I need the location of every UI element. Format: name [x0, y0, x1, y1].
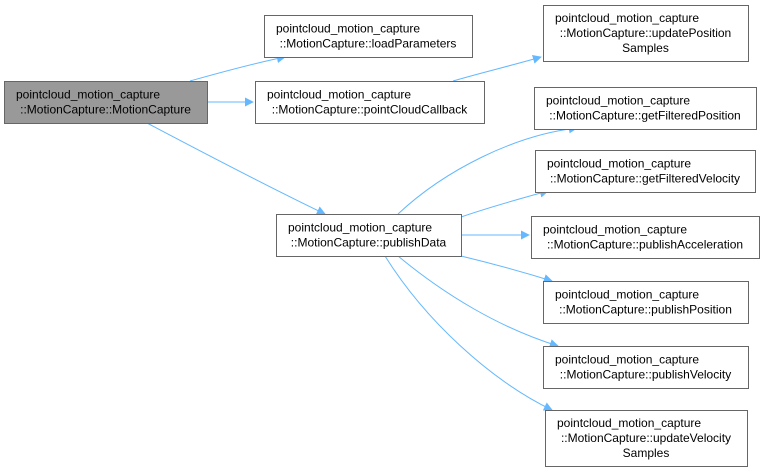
node-label-line: Samples	[623, 446, 670, 460]
edge-pointCloudCallback-to-updatePositionSamples	[452, 54, 542, 82]
nodes: pointcloud_motion_capture::MotionCapture…	[4, 5, 760, 467]
node-publishData[interactable]: pointcloud_motion_capture::MotionCapture…	[276, 214, 462, 257]
node-label-line: pointcloud_motion_capture	[276, 22, 420, 36]
node-loadParameters[interactable]: pointcloud_motion_capture::MotionCapture…	[264, 15, 473, 58]
node-label-line: ::MotionCapture::publishAcceleration	[547, 238, 743, 252]
edge-publishData-to-publishPosition	[460, 255, 553, 283]
edge-arrow	[460, 188, 549, 218]
node-pointCloudCallback[interactable]: pointcloud_motion_capture::MotionCapture…	[255, 81, 485, 124]
node-label-line: pointcloud_motion_capture	[555, 353, 699, 367]
edge-publishData-to-updateVelocitySamples	[384, 255, 553, 411]
node-publishAcceleration[interactable]: pointcloud_motion_capture::MotionCapture…	[531, 216, 760, 259]
node-label-line: pointcloud_motion_capture	[267, 88, 411, 102]
node-label-line: pointcloud_motion_capture	[288, 221, 432, 235]
edge-arrow	[397, 124, 578, 215]
node-box	[531, 216, 760, 259]
node-box	[534, 87, 757, 130]
node-getFilteredPosition[interactable]: pointcloud_motion_capture::MotionCapture…	[534, 87, 757, 130]
edge-publishData-to-publishVelocity	[397, 255, 559, 348]
node-label-line: pointcloud_motion_capture	[555, 288, 699, 302]
edge-arrow	[397, 255, 559, 348]
node-root: pointcloud_motion_capture::MotionCapture…	[4, 81, 208, 124]
node-label-line: ::MotionCapture::MotionCapture	[20, 103, 191, 117]
node-box	[255, 81, 485, 124]
node-box	[535, 150, 756, 193]
node-label-line: ::MotionCapture::publishVelocity	[560, 368, 731, 382]
node-box	[543, 5, 749, 62]
node-label-line: ::MotionCapture::loadParameters	[280, 37, 457, 51]
node-label-line: pointcloud_motion_capture	[16, 88, 160, 102]
node-label-line: ::MotionCapture::pointCloudCallback	[272, 103, 468, 117]
node-label-line: pointcloud_motion_capture	[543, 223, 687, 237]
edge-arrow	[384, 255, 553, 411]
node-label-line: ::MotionCapture::publishPosition	[559, 303, 732, 317]
edge-arrow	[460, 255, 553, 283]
node-box	[543, 281, 749, 324]
node-updatePositionSamples[interactable]: pointcloud_motion_capture::MotionCapture…	[543, 5, 749, 62]
node-label-line: pointcloud_motion_capture	[547, 157, 691, 171]
edge-arrow	[452, 54, 542, 82]
node-label-line: ::MotionCapture::updatePosition	[560, 26, 731, 40]
node-box	[4, 81, 208, 124]
node-box	[543, 346, 749, 389]
node-box	[264, 15, 473, 58]
edge-root-to-publishData	[146, 122, 326, 215]
edge-root-to-loadParameters	[189, 54, 286, 82]
node-label-line: Samples	[622, 41, 669, 55]
node-label-line: ::MotionCapture::publishData	[291, 236, 447, 250]
node-publishVelocity[interactable]: pointcloud_motion_capture::MotionCapture…	[543, 346, 749, 389]
node-publishPosition[interactable]: pointcloud_motion_capture::MotionCapture…	[543, 281, 749, 324]
edge-arrow	[146, 122, 326, 215]
edges	[146, 54, 578, 411]
edge-publishData-to-getFilteredPosition	[397, 124, 578, 215]
node-box	[545, 410, 748, 467]
edge-arrow	[189, 54, 286, 82]
node-updateVelocitySamples[interactable]: pointcloud_motion_capture::MotionCapture…	[545, 410, 748, 467]
node-label-line: pointcloud_motion_capture	[557, 416, 701, 430]
node-label-line: pointcloud_motion_capture	[555, 11, 699, 25]
edge-publishData-to-getFilteredVelocity	[460, 188, 549, 218]
node-label-line: ::MotionCapture::updateVelocity	[561, 431, 731, 445]
node-box	[276, 214, 462, 257]
node-getFilteredVelocity[interactable]: pointcloud_motion_capture::MotionCapture…	[535, 150, 756, 193]
node-label-line: ::MotionCapture::getFilteredPosition	[549, 109, 740, 123]
node-label-line: pointcloud_motion_capture	[546, 94, 690, 108]
node-label-line: ::MotionCapture::getFilteredVelocity	[550, 172, 740, 186]
